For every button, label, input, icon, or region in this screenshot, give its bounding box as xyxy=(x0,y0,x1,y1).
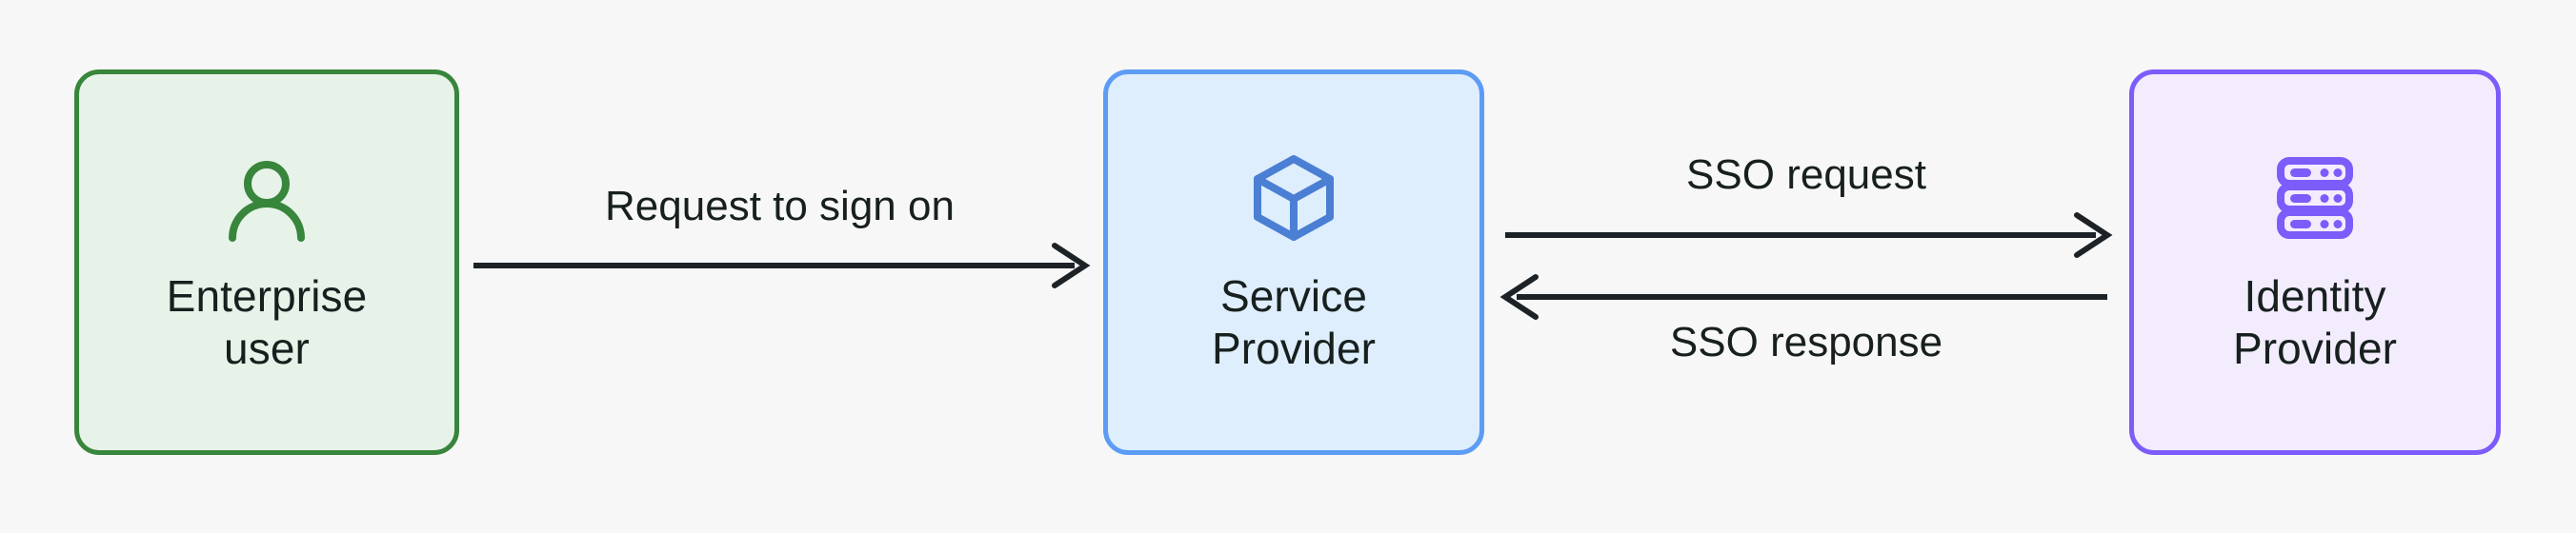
server-rack-icon xyxy=(2267,150,2363,246)
edge-sso-response xyxy=(1499,274,2107,320)
node-label-service-provider: Service Provider xyxy=(1211,271,1377,373)
edge-label-request-to-sign-on: Request to sign on xyxy=(605,183,955,229)
edge-label-sso-response: SSO response xyxy=(1669,319,1943,365)
arrowhead-right-sso-request xyxy=(2074,212,2113,258)
edge-label-sso-request: SSO request xyxy=(1686,151,1926,198)
node-label-enterprise-user: Enterprise user xyxy=(166,271,368,373)
arrowhead-left-sso-response xyxy=(1499,274,1539,320)
cube-icon xyxy=(1246,150,1341,246)
arrowhead-right-request-to-sign-on xyxy=(1052,243,1091,288)
node-label-identity-provider: Identity Provider xyxy=(2232,271,2398,373)
node-service-provider[interactable]: Service Provider xyxy=(1103,69,1484,455)
node-identity-provider[interactable]: Identity Provider xyxy=(2129,69,2501,455)
user-icon xyxy=(219,150,314,246)
edge-request-to-sign-on xyxy=(473,243,1091,288)
edge-sso-request xyxy=(1505,212,2113,258)
node-enterprise-user[interactable]: Enterprise user xyxy=(74,69,459,455)
